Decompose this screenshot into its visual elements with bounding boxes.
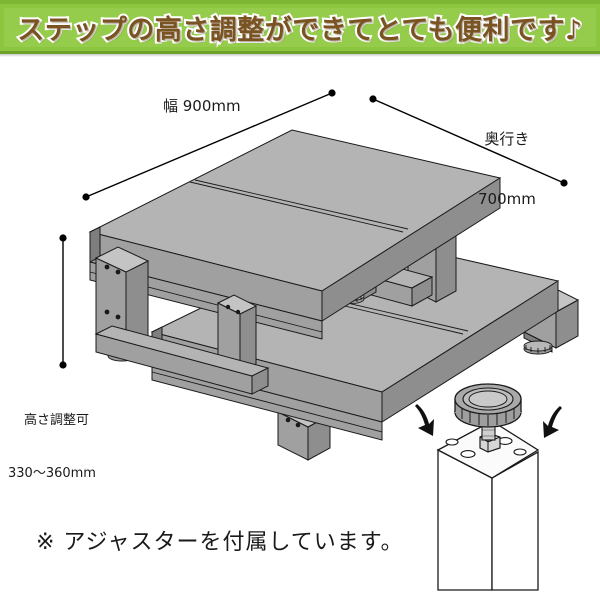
adjuster-knob[interactable] [454, 383, 522, 428]
banner-headline-text: ステップの高さ調整ができてとても便利です♪ [15, 13, 584, 48]
width-dimension-label: 幅 900mm [163, 97, 241, 115]
dimension-line-width [82, 89, 336, 201]
upper-step-assembly [88, 129, 502, 395]
upper-step-leg-inner [216, 294, 258, 373]
depth-label-line1: 奥行き [484, 129, 530, 148]
banner-inner-fill [4, 8, 596, 47]
depth-dimension-label: 奥行き 700mm [478, 88, 536, 250]
upper-deck-side-face [321, 177, 501, 322]
rotation-arrow-left-icon [415, 404, 434, 436]
height-label-line2: 330〜360mm [8, 465, 96, 481]
height-label-line1: 高さ調整可 [24, 413, 90, 429]
dimension-line-depth [369, 95, 568, 187]
headline-banner: ステップの高さ調整ができてとても便利です♪ [0, 0, 600, 54]
dimension-line-height [59, 234, 67, 369]
banner-drop-shadow [0, 54, 600, 57]
height-dimension-label: 高さ調整可 330〜360mm [8, 377, 96, 517]
upper-step-side-rail [94, 325, 270, 395]
depth-label-line2: 700mm [478, 190, 536, 209]
lower-deck-side-face [381, 280, 559, 423]
adjuster-caption: ※ アジャスターを付属しています。 [36, 530, 404, 555]
rotation-arrow-right-icon [543, 406, 562, 438]
